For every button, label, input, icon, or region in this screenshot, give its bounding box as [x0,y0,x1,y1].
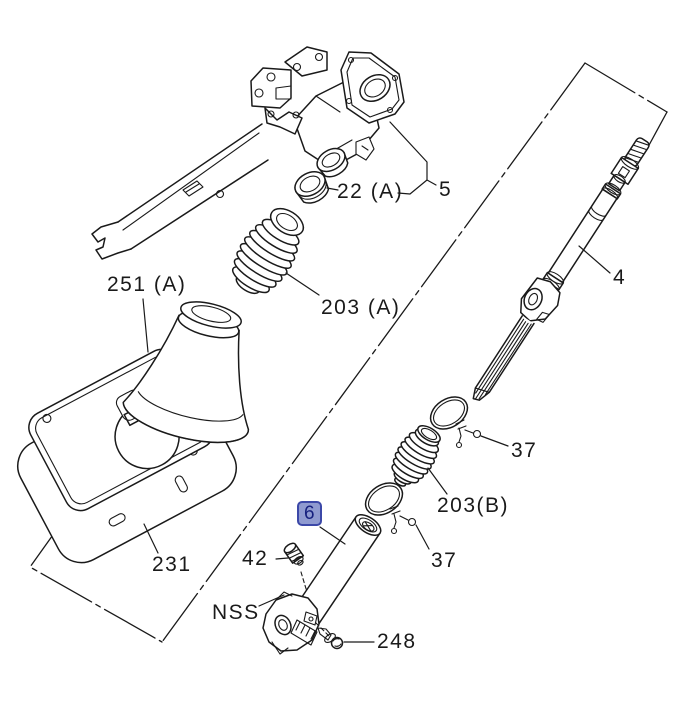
callout-203a[interactable]: 203 (A) [321,296,401,319]
callout-37-lower[interactable]: 37 [431,549,458,572]
leader-line-251a [142,298,149,353]
part-37-clamp-lower-drawing [364,482,430,550]
leader-lines [142,121,611,643]
part-22a-bushing-drawing [294,170,330,204]
callout-5[interactable]: 5 [439,178,453,201]
part-6-tube-drawing [292,514,382,627]
leader-line-203a [285,272,320,296]
part-203a-boot-drawing [231,207,305,295]
callout-248[interactable]: 248 [377,630,417,653]
leader-line-5 [389,121,437,186]
part-37-clamp-upper-drawing [429,396,509,449]
callout-251a[interactable]: 251 (A) [107,273,187,296]
leader-line-nss [258,594,285,607]
part-42-screw-drawing [283,542,305,566]
leader-line-22a-2 [397,179,428,195]
leader-line-37-lower [415,524,430,550]
callout-203b[interactable]: 203(B) [437,494,510,517]
callout-42[interactable]: 42 [242,547,269,570]
nss-bracket-drawing [262,571,330,655]
part-203b-boot-drawing [391,425,441,487]
leader-line-37-upper [480,435,509,447]
callout-37-upper[interactable]: 37 [511,439,538,462]
callout-22a[interactable]: 22 (A) [337,180,404,203]
part-5-bracket-drawing [91,46,405,260]
part-248-bolt-drawing [317,627,344,650]
part-4-shaft-drawing [472,137,650,401]
leader-line-4 [578,245,611,274]
callout-6-highlighted[interactable]: 6 [297,501,322,526]
callout-231[interactable]: 231 [152,553,192,576]
leader-line-22a [326,187,339,191]
leader-line-42 [275,557,289,560]
part-251a-boot-drawing [122,301,250,444]
leader-line-6 [319,526,346,545]
leader-line-231 [143,523,159,554]
callout-4[interactable]: 4 [613,266,627,289]
callout-nss[interactable]: NSS [212,601,260,624]
leader-line-203b [427,467,448,495]
